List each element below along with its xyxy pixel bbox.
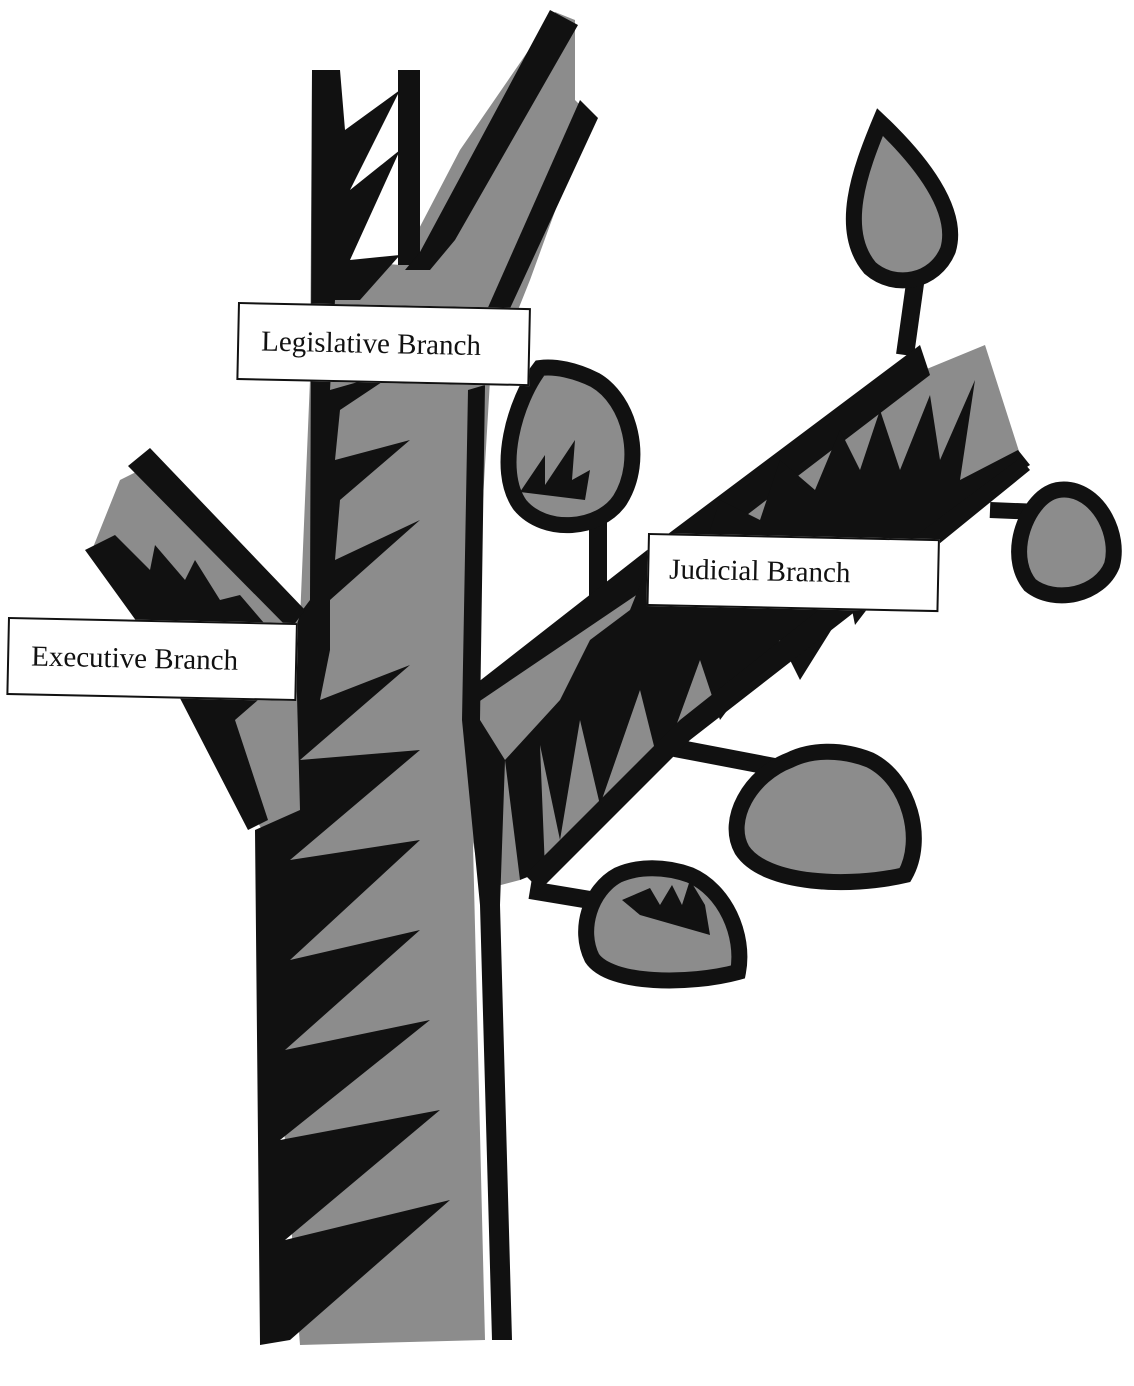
executive-branch-label: Executive Branch (6, 617, 298, 701)
executive-branch-text: Executive Branch (31, 640, 239, 677)
judicial-branch-label: Judicial Branch (646, 533, 939, 612)
leaf-right-middle (675, 748, 914, 882)
leaf-far-right (990, 489, 1114, 595)
legislative-branch-label: Legislative Branch (236, 302, 531, 386)
judicial-branch-text: Judicial Branch (669, 553, 851, 590)
legislative-branch-text: Legislative Branch (261, 325, 481, 363)
leaf-lower (530, 868, 739, 980)
leaf-upper-middle (509, 368, 633, 601)
leaf-top-right (854, 122, 950, 355)
